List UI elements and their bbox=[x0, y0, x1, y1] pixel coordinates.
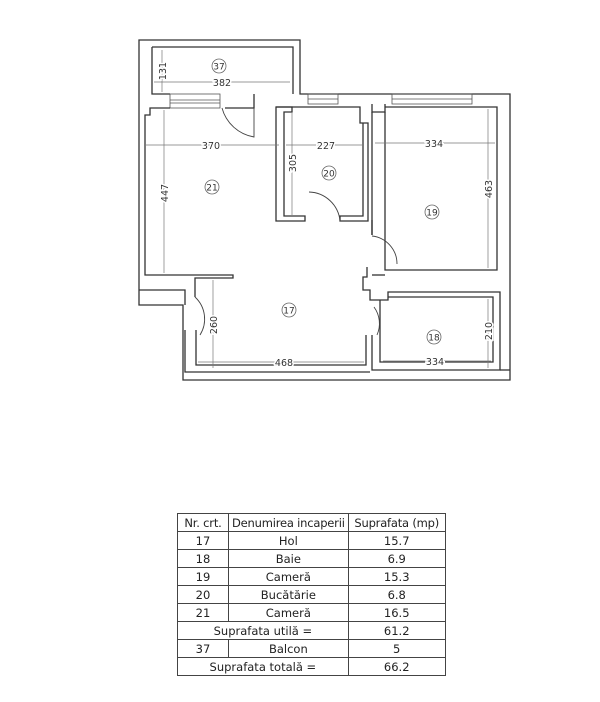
dim-210: 210 bbox=[484, 322, 495, 340]
svg-text:19: 19 bbox=[426, 209, 438, 219]
row-name: Bucătărie bbox=[228, 585, 349, 604]
subtotal-value: 61.2 bbox=[347, 621, 446, 640]
dim-131: 131 bbox=[158, 62, 169, 80]
dim-468: 468 bbox=[275, 358, 293, 369]
dim-370: 370 bbox=[202, 141, 220, 152]
room-labels: 37 21 20 19 17 18 bbox=[204, 58, 442, 345]
balcony-row: 37 Balcon 5 bbox=[177, 639, 446, 658]
dim-227: 227 bbox=[317, 141, 335, 152]
dim-463: 463 bbox=[484, 180, 495, 198]
dim-305: 305 bbox=[288, 154, 299, 172]
total-row: Suprafata totală = 66.2 bbox=[177, 657, 446, 676]
row-area: 6.8 bbox=[347, 585, 446, 604]
row-nr: 19 bbox=[177, 567, 229, 586]
svg-text:18: 18 bbox=[428, 334, 440, 344]
table-row: 19 Cameră 15.3 bbox=[177, 567, 446, 586]
svg-text:37: 37 bbox=[213, 63, 224, 73]
dim-447: 447 bbox=[160, 184, 171, 202]
subtotal-row: Suprafata utilă = 61.2 bbox=[177, 621, 446, 640]
row-nr: 17 bbox=[177, 531, 229, 550]
svg-text:20: 20 bbox=[323, 170, 335, 180]
row-area: 16.5 bbox=[347, 603, 446, 622]
table-row: 21 Cameră 16.5 bbox=[177, 603, 446, 622]
table-row: 17 Hol 15.7 bbox=[177, 531, 446, 550]
row-nr: 18 bbox=[177, 549, 229, 568]
row-name: Balcon bbox=[228, 639, 349, 658]
row-area: 15.7 bbox=[347, 531, 446, 550]
floor-plan: 382 131 370 447 227 305 334 463 260 468 … bbox=[138, 39, 511, 381]
dimension-lines bbox=[146, 50, 495, 368]
row-name: Cameră bbox=[228, 603, 349, 622]
row-nr: 20 bbox=[177, 585, 229, 604]
row-area: 5 bbox=[347, 639, 446, 658]
dim-382: 382 bbox=[213, 78, 231, 89]
room-21-label: 21 bbox=[204, 179, 220, 195]
row-name: Baie bbox=[228, 549, 349, 568]
dimension-labels: 382 131 370 447 227 305 334 463 260 468 … bbox=[157, 60, 497, 370]
room-37-label: 37 bbox=[211, 58, 227, 74]
header-room-name: Denumirea incaperii bbox=[228, 513, 349, 532]
row-nr: 37 bbox=[177, 639, 229, 658]
room-19-label: 19 bbox=[424, 204, 440, 220]
table-row: 20 Bucătărie 6.8 bbox=[177, 585, 446, 604]
room-18-label: 18 bbox=[426, 329, 442, 345]
outer-walls bbox=[138, 39, 511, 381]
table-row: 18 Baie 6.9 bbox=[177, 549, 446, 568]
room-20-label: 20 bbox=[321, 165, 337, 181]
header-area: Suprafata (mp) bbox=[347, 513, 446, 532]
doors bbox=[194, 107, 398, 336]
total-label: Suprafata totală = bbox=[177, 657, 349, 676]
subtotal-label: Suprafata utilă = bbox=[177, 621, 349, 640]
row-name: Cameră bbox=[228, 567, 349, 586]
row-area: 6.9 bbox=[347, 549, 446, 568]
svg-text:17: 17 bbox=[283, 307, 294, 317]
dim-334-room19: 334 bbox=[425, 139, 443, 150]
row-area: 15.3 bbox=[347, 567, 446, 586]
dim-260: 260 bbox=[209, 316, 220, 334]
row-name: Hol bbox=[228, 531, 349, 550]
row-nr: 21 bbox=[177, 603, 229, 622]
dim-334-room18: 334 bbox=[426, 357, 444, 368]
total-value: 66.2 bbox=[347, 657, 446, 676]
area-table: Nr. crt. Denumirea incaperii Suprafata (… bbox=[177, 513, 446, 676]
header-nr: Nr. crt. bbox=[177, 513, 229, 532]
room-17-label: 17 bbox=[281, 302, 297, 318]
table-header-row: Nr. crt. Denumirea incaperii Suprafata (… bbox=[177, 513, 446, 532]
svg-text:21: 21 bbox=[206, 184, 217, 194]
